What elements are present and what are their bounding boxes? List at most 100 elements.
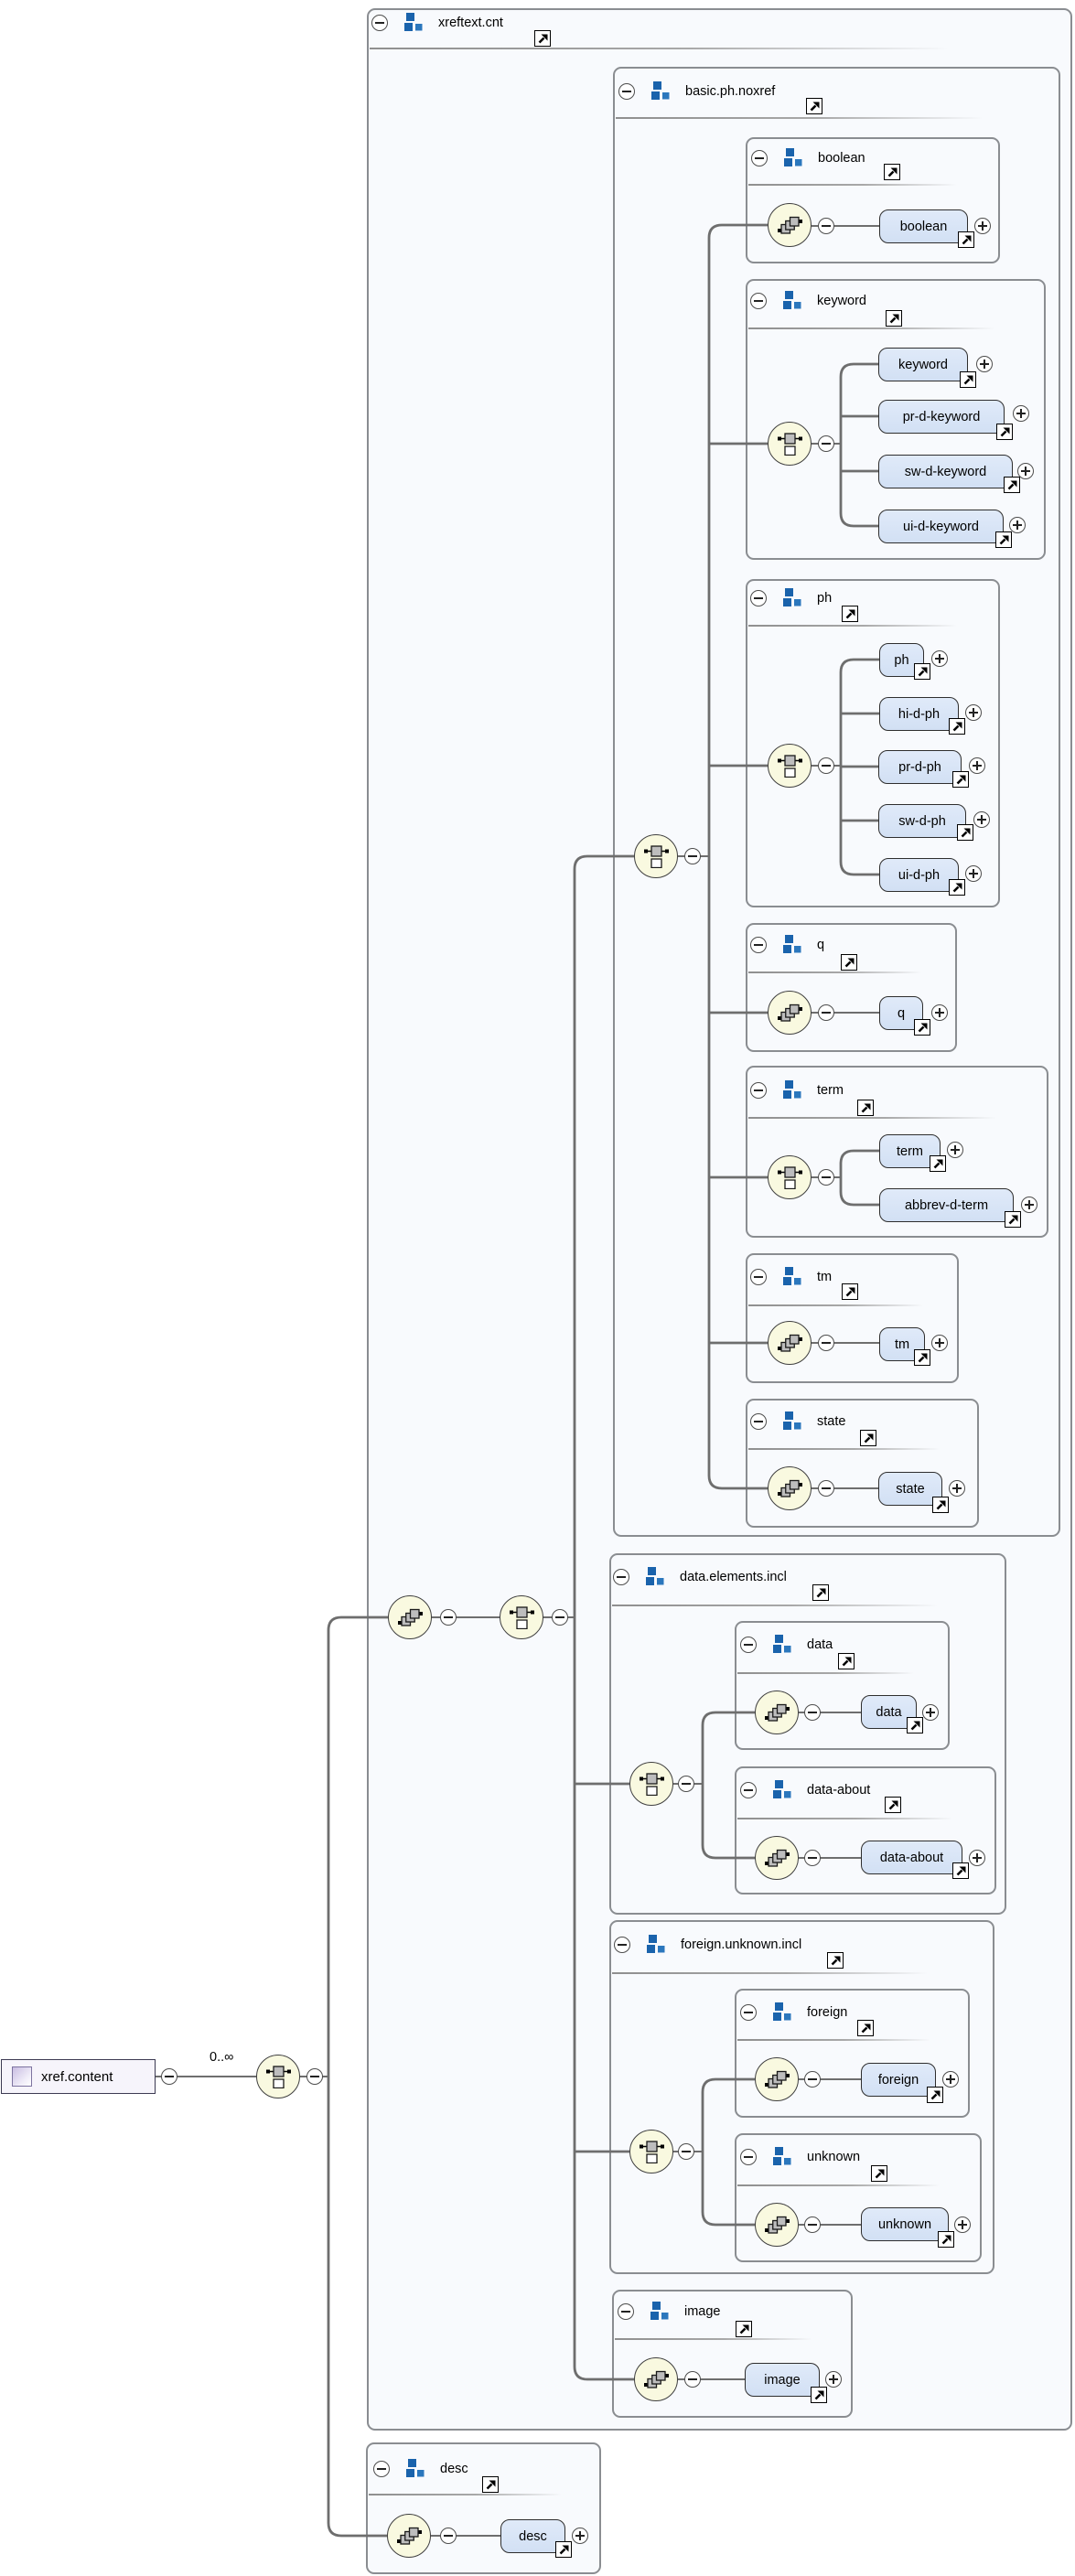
collapse-icon[interactable] [750, 293, 767, 309]
reference-link-icon[interactable] [534, 30, 551, 47]
collapse-icon[interactable] [552, 1609, 568, 1626]
element-sw-d-ph[interactable]: sw-d-ph [878, 804, 966, 838]
element-desc[interactable]: desc [500, 2519, 565, 2553]
reference-link-icon[interactable] [927, 2087, 943, 2103]
sequence-compositor-icon[interactable] [768, 1321, 812, 1365]
reference-link-icon[interactable] [996, 424, 1013, 440]
element-sw-d-keyword[interactable]: sw-d-keyword [878, 455, 1013, 488]
reference-link-icon[interactable] [842, 1283, 858, 1300]
reference-link-icon[interactable] [811, 2387, 827, 2403]
reference-link-icon[interactable] [914, 1019, 930, 1036]
collapse-icon[interactable] [804, 1850, 821, 1866]
sequence-compositor-icon[interactable] [755, 2057, 799, 2101]
expand-icon[interactable] [922, 1704, 939, 1721]
collapse-icon[interactable] [818, 218, 834, 234]
element-hi-d-ph[interactable]: hi-d-ph [879, 697, 959, 731]
choice-compositor-icon[interactable] [629, 1762, 673, 1806]
collapse-icon[interactable] [804, 2071, 821, 2088]
expand-icon[interactable] [969, 1850, 985, 1866]
element-image[interactable]: image [745, 2363, 820, 2397]
reference-link-icon[interactable] [806, 98, 822, 114]
reference-link-icon[interactable] [1004, 477, 1020, 493]
sequence-compositor-icon[interactable] [755, 1836, 799, 1880]
reference-link-icon[interactable] [957, 824, 973, 841]
choice-compositor-icon[interactable] [768, 422, 812, 466]
choice-compositor-icon[interactable] [768, 1155, 812, 1199]
reference-link-icon[interactable] [842, 606, 858, 622]
collapse-icon[interactable] [818, 1169, 834, 1186]
expand-icon[interactable] [942, 2071, 959, 2088]
sequence-compositor-icon[interactable] [634, 2357, 678, 2401]
choice-compositor-icon[interactable] [500, 1595, 543, 1639]
element-boolean[interactable]: boolean [879, 209, 968, 243]
collapse-icon[interactable] [740, 1782, 757, 1798]
element-pr-d-keyword[interactable]: pr-d-keyword [878, 400, 1005, 434]
expand-icon[interactable] [572, 2528, 588, 2544]
collapse-icon[interactable] [750, 590, 767, 606]
expand-icon[interactable] [931, 1335, 948, 1351]
reference-link-icon[interactable] [885, 1797, 901, 1813]
expand-icon[interactable] [965, 704, 982, 721]
expand-icon[interactable] [965, 865, 982, 882]
reference-link-icon[interactable] [871, 2165, 887, 2182]
collapse-icon[interactable] [750, 1269, 767, 1285]
expand-icon[interactable] [947, 1142, 963, 1158]
reference-link-icon[interactable] [736, 2321, 752, 2337]
reference-link-icon[interactable] [1005, 1211, 1021, 1228]
element-keyword[interactable]: keyword [878, 348, 968, 381]
reference-link-icon[interactable] [995, 531, 1012, 548]
expand-icon[interactable] [931, 1004, 948, 1021]
collapse-icon[interactable] [751, 150, 768, 166]
collapse-icon[interactable] [750, 1082, 767, 1099]
expand-icon[interactable] [974, 218, 991, 234]
reference-link-icon[interactable] [886, 310, 902, 327]
collapse-icon[interactable] [678, 1776, 694, 1792]
reference-link-icon[interactable] [958, 231, 974, 248]
collapse-icon[interactable] [684, 2371, 701, 2388]
collapse-icon[interactable] [614, 1937, 630, 1953]
reference-link-icon[interactable] [827, 1952, 844, 1969]
collapse-icon[interactable] [740, 2149, 757, 2165]
element-xref-content[interactable]: xref.content [1, 2059, 156, 2094]
element-foreign[interactable]: foreign [861, 2063, 936, 2097]
sequence-compositor-icon[interactable] [768, 991, 812, 1035]
element-abbrev-d-term[interactable]: abbrev-d-term [879, 1188, 1014, 1222]
collapse-icon[interactable] [740, 2004, 757, 2021]
choice-compositor-icon[interactable] [768, 744, 812, 788]
collapse-icon[interactable] [678, 2143, 694, 2160]
element-state[interactable]: state [878, 1472, 942, 1506]
expand-icon[interactable] [1017, 463, 1034, 479]
reference-link-icon[interactable] [857, 1100, 874, 1116]
choice-compositor-icon[interactable] [256, 2055, 300, 2098]
expand-icon[interactable] [825, 2371, 842, 2388]
collapse-icon[interactable] [818, 1335, 834, 1351]
element-unknown[interactable]: unknown [861, 2207, 949, 2241]
expand-icon[interactable] [973, 811, 990, 828]
collapse-icon[interactable] [740, 1637, 757, 1653]
collapse-icon[interactable] [818, 1004, 834, 1021]
expand-icon[interactable] [954, 2216, 971, 2233]
collapse-icon[interactable] [618, 83, 635, 100]
element-data-about[interactable]: data-about [861, 1841, 962, 1874]
reference-link-icon[interactable] [884, 164, 900, 180]
collapse-icon[interactable] [684, 848, 701, 864]
collapse-icon[interactable] [818, 435, 834, 452]
collapse-icon[interactable] [818, 1480, 834, 1497]
sequence-compositor-icon[interactable] [387, 2514, 431, 2558]
collapse-icon[interactable] [804, 2216, 821, 2233]
reference-link-icon[interactable] [949, 879, 965, 896]
collapse-icon[interactable] [818, 757, 834, 774]
reference-link-icon[interactable] [932, 1497, 949, 1513]
collapse-icon[interactable] [440, 1609, 457, 1626]
reference-link-icon[interactable] [838, 1653, 855, 1669]
element-ui-d-keyword[interactable]: ui-d-keyword [878, 510, 1004, 543]
collapse-icon[interactable] [750, 937, 767, 953]
sequence-compositor-icon[interactable] [755, 1690, 799, 1734]
choice-compositor-icon[interactable] [634, 834, 678, 878]
collapse-icon[interactable] [804, 1704, 821, 1721]
reference-link-icon[interactable] [930, 1155, 946, 1172]
reference-link-icon[interactable] [841, 954, 857, 971]
expand-icon[interactable] [1009, 517, 1026, 533]
reference-link-icon[interactable] [555, 2541, 572, 2558]
reference-link-icon[interactable] [949, 718, 965, 735]
